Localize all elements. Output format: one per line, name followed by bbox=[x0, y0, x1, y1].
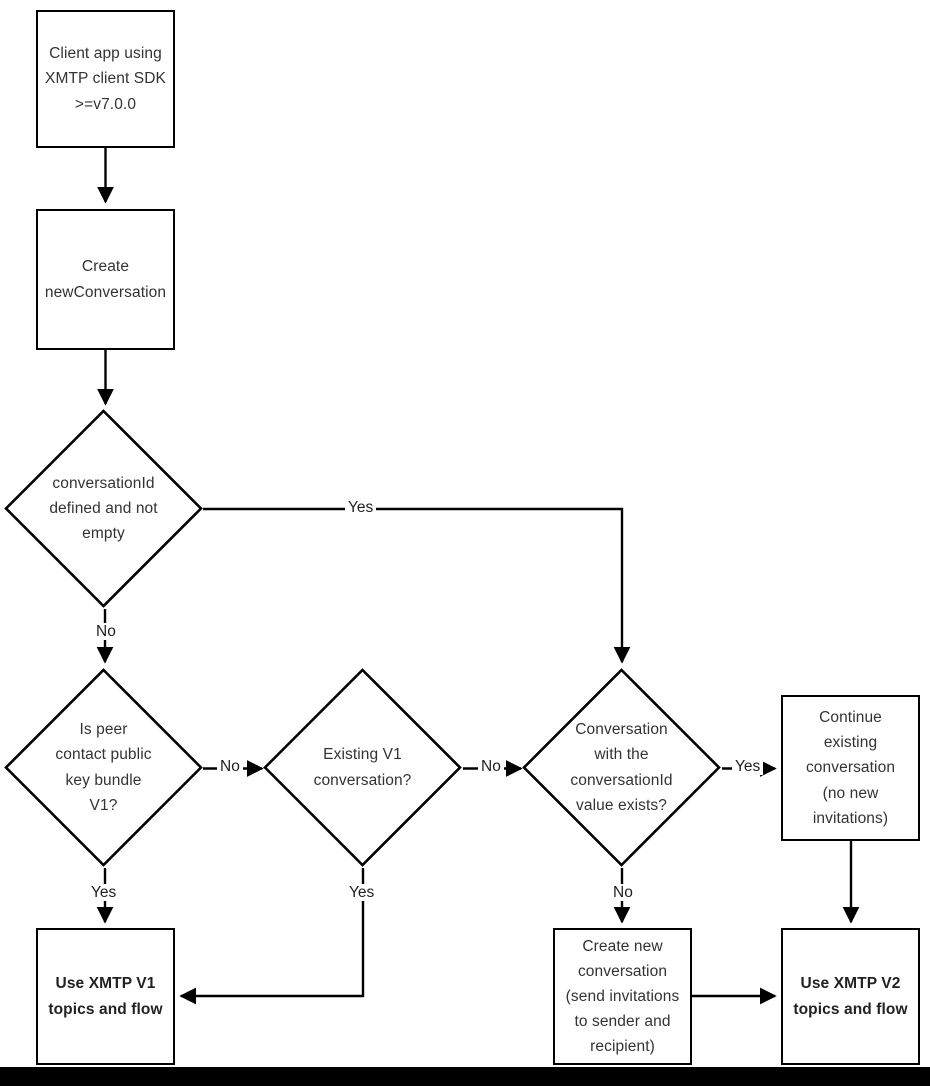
node-client-app[interactable]: Client app using XMTP client SDK >=v7.0.… bbox=[36, 10, 175, 148]
node-use-xmtp-v1-label: Use XMTP V1 topics and flow bbox=[48, 975, 163, 1018]
edge-label-existing-v1-no: No bbox=[478, 758, 504, 776]
edge-label-conversation-exists-no: No bbox=[610, 884, 636, 902]
edge-convid-yes bbox=[203, 507, 631, 664]
node-create-new-conv-invites[interactable]: Create new conversation (send invitation… bbox=[553, 928, 692, 1065]
diamond-shape bbox=[263, 668, 462, 867]
node-create-new-conv-invites-label: Create new conversation (send invitation… bbox=[565, 937, 680, 1056]
node-conversation-id-defined[interactable]: conversationId defined and not empty bbox=[4, 409, 203, 608]
node-continue-existing[interactable]: Continue existing conversation (no new i… bbox=[781, 695, 920, 841]
diamond-shape bbox=[522, 668, 721, 867]
node-peer-key-bundle-v1[interactable]: Is peer contact public key bundle V1? bbox=[4, 668, 203, 867]
node-conversation-id-exists[interactable]: Conversation with the conversationId val… bbox=[522, 668, 721, 867]
node-existing-v1-conversation-label: Existing V1 conversation? bbox=[313, 746, 412, 789]
node-continue-existing-label: Continue existing conversation (no new i… bbox=[805, 709, 896, 827]
edge-existingv1-yes bbox=[179, 868, 365, 1005]
node-use-xmtp-v1[interactable]: Use XMTP V1 topics and flow bbox=[36, 928, 175, 1065]
node-conversation-id-defined-label: conversationId defined and not empty bbox=[49, 474, 158, 543]
node-conversation-id-exists-label: Conversation with the conversationId val… bbox=[570, 721, 673, 814]
node-client-app-label: Client app using XMTP client SDK >=v7.0.… bbox=[45, 45, 166, 113]
edge-label-peer-key-bundle-no: No bbox=[217, 758, 243, 776]
node-use-xmtp-v2[interactable]: Use XMTP V2 topics and flow bbox=[781, 928, 920, 1065]
diamond-shape bbox=[4, 409, 203, 608]
node-peer-key-bundle-v1-label: Is peer contact public key bundle V1? bbox=[55, 721, 152, 814]
edge-label-peer-key-bundle-yes: Yes bbox=[88, 884, 120, 902]
bottom-bar bbox=[0, 1067, 930, 1086]
edge-label-conversation-id-yes: Yes bbox=[345, 499, 377, 517]
edge-label-conversation-id-no: No bbox=[93, 623, 119, 641]
diamond-shape bbox=[4, 668, 203, 867]
node-create-new-conversation-label: Create newConversation bbox=[44, 258, 167, 301]
node-existing-v1-conversation[interactable]: Existing V1 conversation? bbox=[263, 668, 462, 867]
node-create-new-conversation[interactable]: Create newConversation bbox=[36, 209, 175, 350]
edge-label-conversation-exists-yes: Yes bbox=[732, 758, 764, 776]
edge-label-existing-v1-yes: Yes bbox=[346, 884, 378, 902]
node-use-xmtp-v2-label: Use XMTP V2 topics and flow bbox=[793, 975, 908, 1018]
